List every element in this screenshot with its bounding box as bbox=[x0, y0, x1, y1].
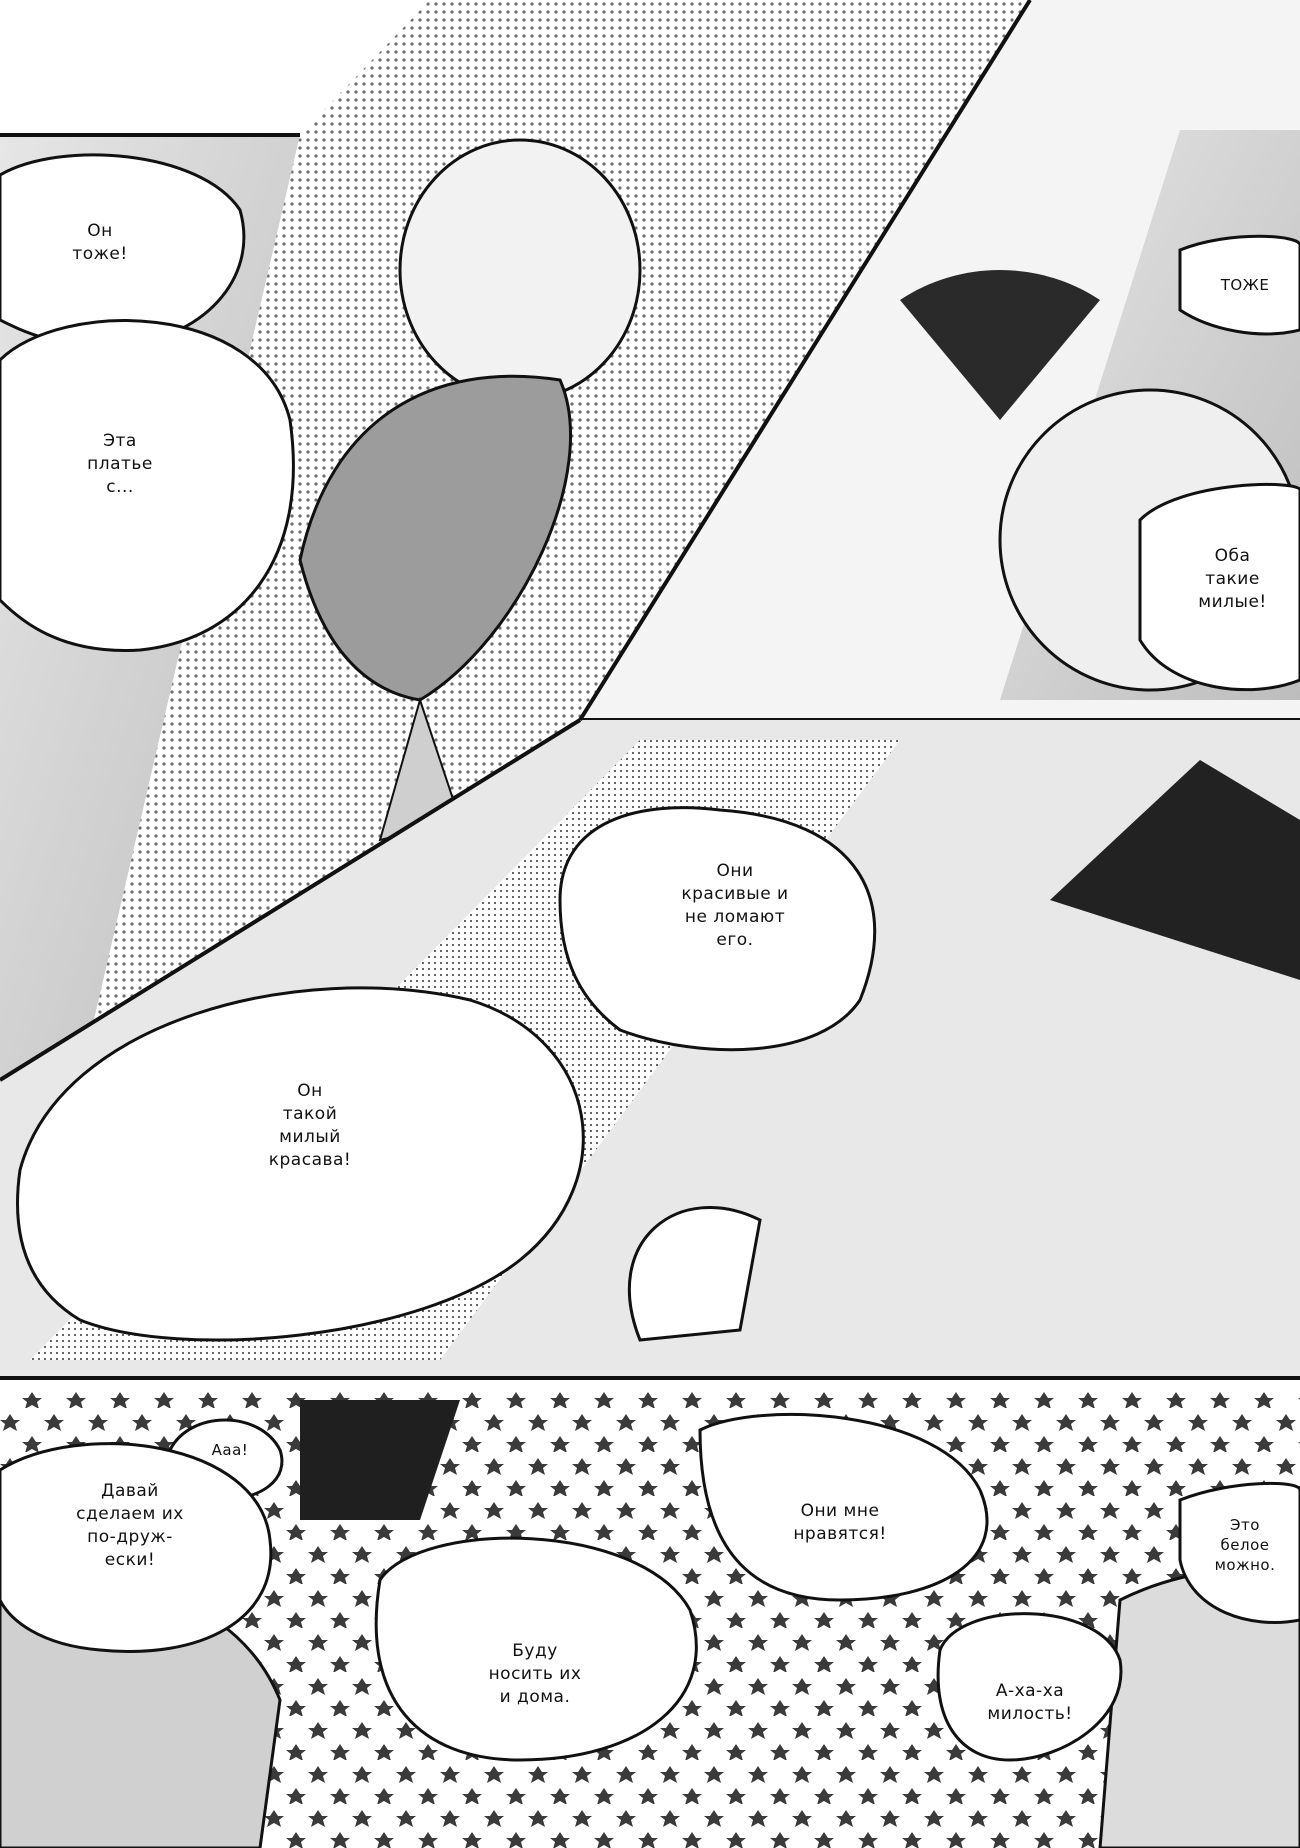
bubble-p4-d bbox=[374, 1536, 698, 1762]
bubble-p2-b bbox=[1138, 482, 1300, 692]
bubble-p3-b bbox=[16, 986, 585, 1342]
speech-p1-a: Он тоже! bbox=[72, 221, 128, 264]
bubble-p2-a bbox=[1178, 234, 1300, 336]
speech-p4-b: Давай сделаем их по-друж- ески! bbox=[76, 1481, 184, 1570]
speech-p4-c: Они мне нравятся! bbox=[793, 1501, 887, 1544]
speech-p1-b: Эта платье с... bbox=[87, 431, 153, 497]
speech-p4-f: Это белое можно. bbox=[1214, 1516, 1276, 1574]
bubble-p3-a bbox=[558, 806, 877, 1052]
speech-p3-a: Они красивые и не ломают его. bbox=[681, 861, 789, 950]
speech-p3-b: Он такой милый красава! bbox=[268, 1081, 352, 1170]
bubble-p4-b bbox=[0, 1442, 273, 1653]
bubble-p4-c bbox=[698, 1412, 989, 1602]
speech-p2-a: ТОЖЕ bbox=[1220, 276, 1270, 294]
bubble-p4-e bbox=[936, 1612, 1123, 1762]
speech-p4-a: Ааа! bbox=[211, 1441, 249, 1459]
speech-p4-d: Буду носить их и дома. bbox=[488, 1641, 582, 1707]
bubble-p1-b bbox=[0, 319, 295, 652]
speech-p2-b: Оба такие милые! bbox=[1198, 546, 1267, 612]
speech-p4-e: А-ха-ха милость! bbox=[987, 1681, 1073, 1724]
